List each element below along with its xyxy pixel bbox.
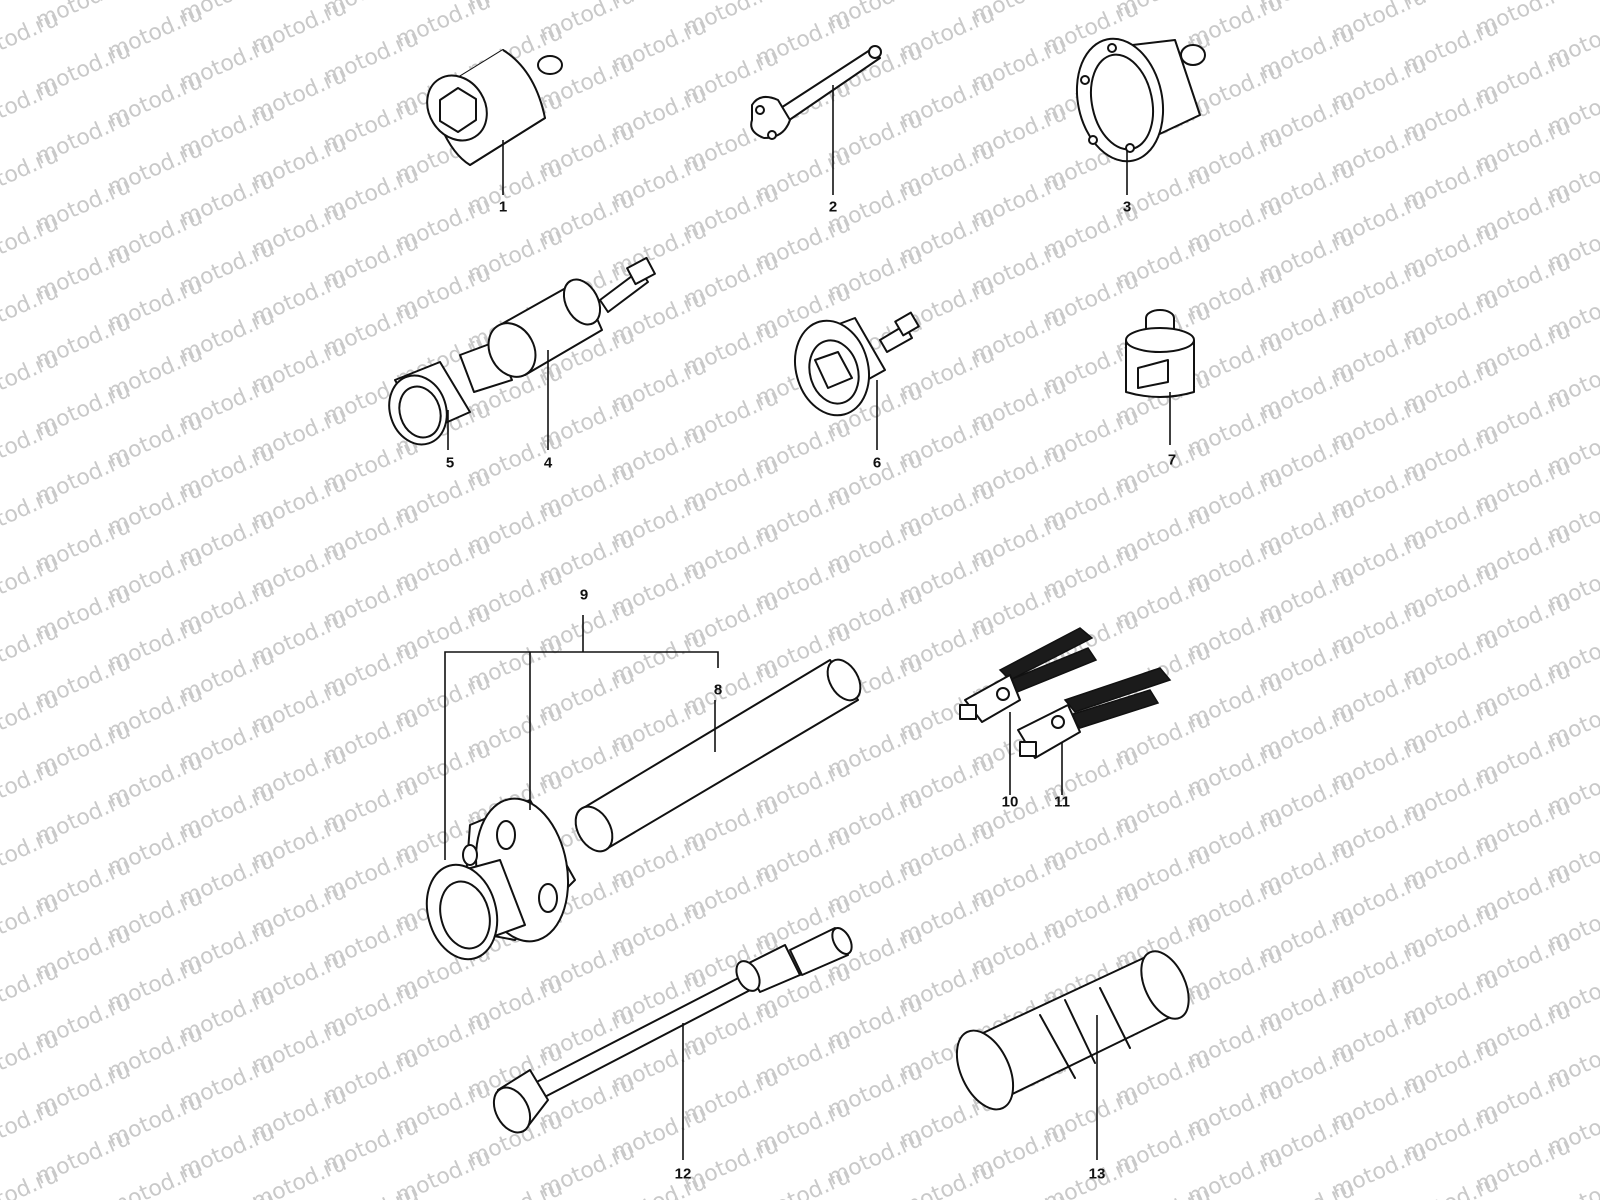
tool-1-hex-socket: [426, 49, 563, 166]
callout-7: 7: [1167, 451, 1177, 469]
callout-11: 11: [1054, 793, 1070, 811]
tool-3-flange-hub: [1075, 37, 1206, 163]
callout-2: 2: [828, 198, 838, 216]
tool-7-fixture: [1125, 309, 1195, 398]
tool-4-extractor-puller: [459, 256, 656, 393]
tool-5-ring: [388, 361, 471, 446]
tool-10-pliers: [959, 627, 1098, 723]
callout-10: 10: [1001, 793, 1019, 811]
leader-lines: [444, 85, 1171, 1160]
tool-9-flange-puller: [425, 797, 576, 961]
callout-8: 8: [713, 681, 723, 699]
tool-13-split-sleeve: [955, 950, 1190, 1111]
callout-1: 1: [498, 198, 508, 216]
tool-11-pliers: [1017, 667, 1172, 759]
callout-9: 9: [579, 586, 589, 604]
tool-12-handle: [492, 927, 853, 1134]
callout-4: 4: [543, 454, 553, 472]
tool-8-rod: [574, 658, 862, 853]
tool-6-drift: [794, 311, 920, 417]
tool-2-pin-spanner: [750, 45, 882, 140]
callout-12: 12: [674, 1165, 692, 1183]
callout-3: 3: [1122, 198, 1132, 216]
callout-6: 6: [872, 454, 882, 472]
callout-13: 13: [1088, 1165, 1106, 1183]
callout-5: 5: [445, 454, 455, 472]
